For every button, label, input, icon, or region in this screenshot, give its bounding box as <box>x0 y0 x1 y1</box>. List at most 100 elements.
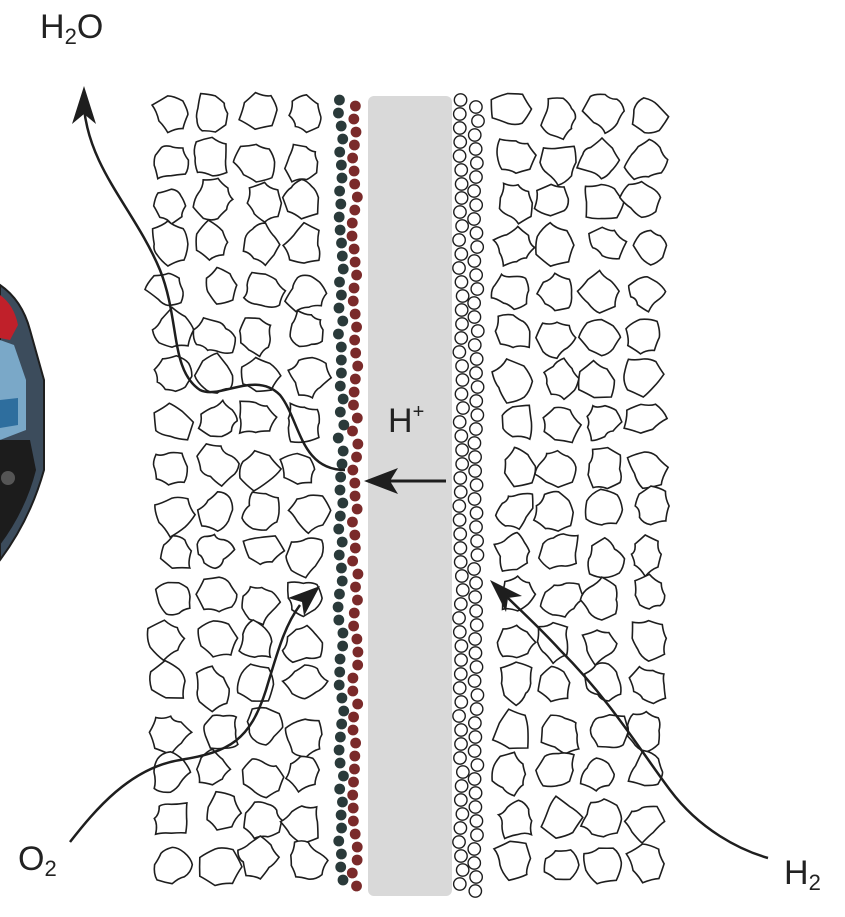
catalyst-particle <box>455 178 467 190</box>
catalyst-particle <box>470 815 482 827</box>
catalyst-particle <box>348 296 359 307</box>
catalyst-particle <box>348 400 359 411</box>
catalyst-particle <box>455 486 467 498</box>
catalyst-particle <box>334 784 345 795</box>
catalyst-particle <box>471 759 483 771</box>
porous-grain <box>280 454 314 485</box>
catalyst-particle <box>456 360 468 372</box>
electrolyte-membrane <box>368 96 452 896</box>
catalyst-particle <box>352 855 363 866</box>
cathode-porous-layer <box>145 93 331 886</box>
catalyst-particle <box>349 751 360 762</box>
porous-grain <box>290 311 323 347</box>
porous-grain <box>193 178 233 220</box>
porous-grain <box>494 841 531 880</box>
catalyst-particle <box>333 329 344 340</box>
catalyst-particle <box>337 693 348 704</box>
oxygen-inlet-arrow <box>70 586 320 842</box>
catalyst-particle <box>348 777 359 788</box>
porous-grain <box>244 802 282 838</box>
catalyst-particle <box>337 641 348 652</box>
porous-grain <box>198 492 233 531</box>
catalyst-particle <box>350 829 361 840</box>
catalyst-particle <box>469 129 481 141</box>
catalyst-particle <box>336 563 347 574</box>
catalyst-particle <box>352 439 363 450</box>
porous-grain <box>244 273 286 308</box>
porous-grain <box>635 486 669 525</box>
anode-catalyst-particles <box>453 94 484 897</box>
porous-grain <box>285 145 318 182</box>
porous-grain <box>628 452 669 488</box>
catalyst-particle <box>454 542 466 554</box>
porous-grain <box>578 271 620 314</box>
proton-label: H+ <box>388 402 424 438</box>
porous-grain <box>198 621 237 657</box>
catalyst-particle <box>456 570 468 582</box>
porous-grain <box>535 184 569 215</box>
porous-grain <box>537 273 572 310</box>
porous-grain <box>624 139 667 179</box>
porous-grain <box>544 850 579 880</box>
porous-grain <box>541 583 585 617</box>
catalyst-particle <box>470 605 482 617</box>
catalyst-particle <box>471 381 483 393</box>
catalyst-particle <box>334 95 345 106</box>
catalyst-particle <box>348 725 359 736</box>
porous-grain <box>286 757 319 792</box>
catalyst-particle <box>456 808 468 820</box>
catalyst-particle <box>456 220 468 232</box>
catalyst-particle <box>350 309 361 320</box>
catalyst-particle <box>469 633 481 645</box>
catalyst-particle <box>349 387 360 398</box>
catalyst-particle <box>454 878 466 890</box>
catalyst-particle <box>352 660 363 671</box>
porous-grain <box>493 227 534 266</box>
catalyst-particle <box>470 507 482 519</box>
porous-grain <box>579 320 621 356</box>
catalyst-particle <box>333 524 344 535</box>
porous-grain <box>494 533 529 572</box>
catalyst-particle <box>453 710 465 722</box>
catalyst-particle <box>335 225 346 236</box>
catalyst-particle <box>468 311 480 323</box>
catalyst-particle <box>335 199 346 210</box>
catalyst-particle <box>468 563 480 575</box>
porous-grain <box>583 630 617 665</box>
catalyst-particle <box>347 517 358 528</box>
porous-grain <box>501 662 532 705</box>
porous-grain <box>154 189 186 224</box>
porous-grain <box>243 536 284 565</box>
catalyst-particle <box>333 602 344 613</box>
catalyst-particle <box>333 615 344 626</box>
porous-grain <box>493 709 528 748</box>
catalyst-particle <box>457 584 469 596</box>
porous-grain <box>247 708 282 745</box>
catalyst-particle <box>471 829 483 841</box>
catalyst-particle <box>468 675 480 687</box>
porous-grain <box>579 361 615 398</box>
catalyst-particle <box>337 797 348 808</box>
catalyst-particle <box>455 668 467 680</box>
porous-grain <box>247 182 281 222</box>
porous-grain <box>150 661 185 699</box>
catalyst-particle <box>470 367 482 379</box>
catalyst-particle <box>470 395 482 407</box>
catalyst-particle <box>347 218 358 229</box>
catalyst-particle <box>338 875 349 886</box>
porous-grain <box>238 836 279 879</box>
catalyst-particle <box>348 114 359 125</box>
porous-grain <box>154 146 188 179</box>
catalyst-particle <box>347 231 358 242</box>
catalyst-particle <box>471 535 483 547</box>
catalyst-particle <box>353 569 364 580</box>
catalyst-particle <box>456 374 468 386</box>
porous-grain <box>196 577 237 612</box>
porous-grain <box>588 448 621 489</box>
catalyst-particle <box>456 458 468 470</box>
porous-grain <box>242 492 279 530</box>
catalyst-particle <box>453 346 465 358</box>
catalyst-particle <box>352 361 363 372</box>
catalyst-particle <box>453 234 465 246</box>
catalyst-particle <box>351 634 362 645</box>
